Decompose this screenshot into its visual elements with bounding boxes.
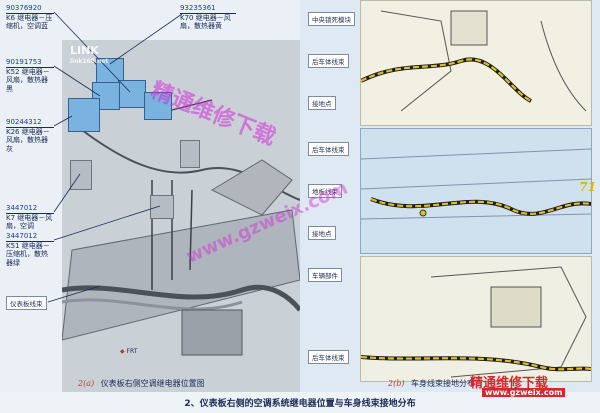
rear-corner-drawing-bottom <box>360 266 592 378</box>
rear-body-view-top <box>360 0 592 126</box>
floor-view-middle <box>360 128 592 254</box>
front-direction-label: ◆ FRT <box>120 348 137 355</box>
relay-k6 <box>118 80 146 108</box>
relay-bracket <box>180 140 200 168</box>
part-number: 90376920 <box>6 4 54 14</box>
part-number: 93235361 <box>180 4 236 14</box>
part-description: K70 继电器－风扇，散热器黄 <box>180 13 231 31</box>
right-caption: 2(b) 车身线束接地分布 <box>388 378 475 389</box>
part-number: 3447012 <box>6 204 54 214</box>
front-arrow-icon: ◆ <box>120 348 125 355</box>
rear-body-harness-label: 后车体线束 <box>308 142 349 156</box>
left-caption: 2(a) 仪表板右侧空调继电器位置图 <box>78 378 205 389</box>
part-description: K52 继电器－风扇，散热器黑 <box>6 67 50 93</box>
part-description: K6 继电器－压缩机，空调蓝 <box>6 13 53 31</box>
left-caption-text: 仪表板右侧空调继电器位置图 <box>100 379 205 388</box>
rear-corner-view-bottom <box>360 256 592 382</box>
right-caption-text: 车身线束接地分布 <box>411 379 475 388</box>
relay-k26 <box>68 98 100 132</box>
callout-k52: 90191753 K52 继电器－风扇，散热器黑 <box>6 58 54 93</box>
part-description: K26 继电器－风扇，散热器灰 <box>6 127 50 153</box>
floor-drawing-middle <box>360 148 592 220</box>
rear-body-harness-label: 后车体线束 <box>308 54 349 68</box>
part-number: 3447012 <box>6 232 54 242</box>
floor-harness-label: 地板线束 <box>308 184 342 198</box>
part-number: 90244312 <box>6 118 54 128</box>
rear-body-harness-label: 后车体线束 <box>308 350 349 364</box>
rear-body-drawing-top <box>360 10 587 112</box>
callout-k6: 90376920 K6 继电器－压缩机，空调蓝 <box>6 4 54 31</box>
relay-bracket <box>70 160 92 190</box>
vehicle-component-label: 车辆部件 <box>308 268 342 282</box>
ground-point-label: 接地点 <box>308 96 336 110</box>
instrument-panel-harness-label: 仪表板线束 <box>6 296 47 310</box>
figure-caption: 2、仪表板右侧的空调系统继电器位置与车身线束接地分布 <box>184 399 416 409</box>
relay-k7 <box>144 92 172 120</box>
part-number: 90191753 <box>6 58 54 68</box>
leader-lines <box>47 11 183 303</box>
relay-bracket <box>150 195 174 219</box>
callout-k70: 93235361 K70 继电器－风扇，散热器黄 <box>180 4 236 31</box>
relay-location-panel: 90376920 K6 继电器－压缩机，空调蓝 90191753 K52 继电器… <box>0 0 300 392</box>
callout-k26: 90244312 K26 继电器－风扇，散热器灰 <box>6 118 54 153</box>
left-caption-number: 2(a) <box>78 379 95 388</box>
callout-k7: 3447012 K7 继电器－风扇，空调 <box>6 204 54 231</box>
ground-distribution-panel: 中央锁死模块 后车体线束 接地点 后车体线束 地板线束 接地点 车辆部件 后车体… <box>300 0 600 392</box>
part-description: K51 继电器－压缩机，散热器绿 <box>6 241 50 267</box>
central-lock-module-label: 中央锁死模块 <box>308 12 355 26</box>
ground-point-label: 接地点 <box>308 226 336 240</box>
front-label: FRT <box>126 348 138 355</box>
page-number: 71 <box>579 180 596 194</box>
callout-k51: 3447012 K51 继电器－压缩机，散热器绿 <box>6 232 54 267</box>
right-caption-number: 2(b) <box>388 379 405 388</box>
part-description: K7 继电器－风扇，空调 <box>6 213 53 231</box>
